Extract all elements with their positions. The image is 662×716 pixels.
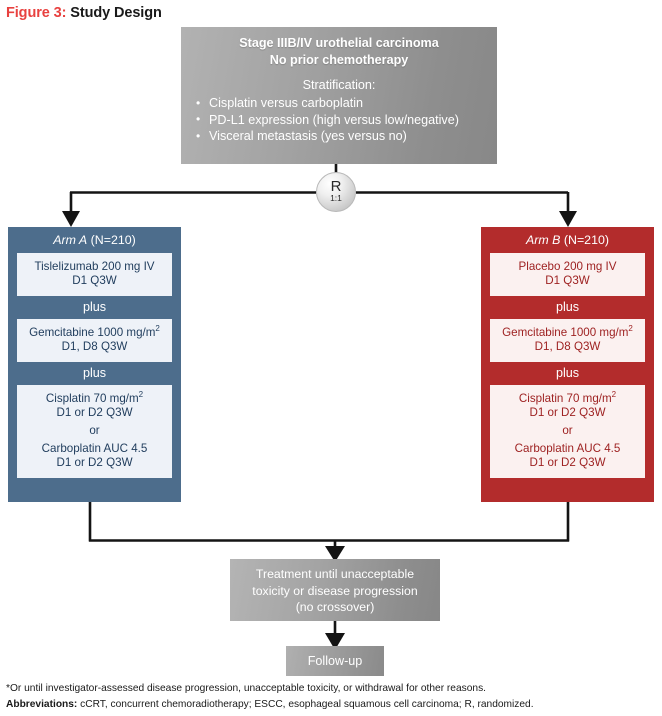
arm-b-enrollment: (N=210) [563,233,609,247]
arm-a-treatment-2-line-1: Gemcitabine 1000 mg/m [29,325,156,339]
list-item: Cisplatin versus carboplatin [196,95,497,112]
arm-a-treatment-3-alt-line-2: D1 or D2 Q3W [56,456,133,470]
arm-a-name: Arm A [53,233,88,247]
treatment-line-1: Treatment until unacceptable [255,567,415,581]
figure-name: Study Design [70,5,162,21]
list-item: PD-L1 expression (high versus low/negati… [196,111,497,129]
footnote-abbreviations: Abbreviations: cCRT, concurrent chemorad… [6,697,656,713]
arm-b-name: Arm B [526,233,561,247]
randomization-node: R 1:1 [316,172,356,212]
study-design-diagram: Stage IIIB/IV urothelial carcinoma No pr… [0,0,662,676]
treatment-line-3: (no crossover) [295,600,375,614]
arm-a-treatment-2-superscript: 2 [155,323,160,333]
treatment-duration-box: Treatment until unacceptable toxicity or… [230,559,440,621]
abbreviations-label: Abbreviations: [6,698,78,710]
followup-label: Follow-up [307,654,363,668]
arm-b-treatment-1: Placebo 200 mg IV D1 Q3W [490,253,645,296]
figure-label: Figure 3: [6,5,67,21]
arm-b-treatment-3: Cisplatin 70 mg/m2 D1 or D2 Q3W or Carbo… [490,384,645,478]
arm-b-treatment-3-line-1: Cisplatin 70 mg/m [518,391,612,405]
randomization-letter: R [330,178,342,195]
arm-a-treatment-3-superscript: 2 [138,389,144,399]
arm-b-treatment-3-alt-line-2: D1 or D2 Q3W [529,456,606,470]
arm-b-treatment-2-superscript: 2 [628,323,633,333]
arm-a-treatment-3-alt-line-1: Carboplatin AUC 4.5 [41,441,148,455]
arm-a-treatment-3-line-1: Cisplatin 70 mg/m [45,391,139,405]
population-heading: Stage IIIB/IV urothelial carcinoma No pr… [181,35,497,68]
treatment-line-2: toxicity or disease progression [252,583,418,598]
arm-a-treatment-3: Cisplatin 70 mg/m2 D1 or D2 Q3W or Carbo… [17,384,172,478]
arm-b-treatment-3-separator: or [562,424,573,438]
arm-a-enrollment: (N=210) [90,233,136,247]
arm-a-plus-1: plus [82,299,107,314]
arm-a-treatment-2: Gemcitabine 1000 mg/m2 D1, D8 Q3W [17,318,172,362]
stratification-label: Stratification: [302,78,376,92]
arm-b-panel: Arm B (N=210) Placebo 200 mg IV D1 Q3W p… [481,227,654,502]
footnotes: *Or until investigator-assessed disease … [6,681,656,712]
arm-b-treatment-1-line-1: Placebo 200 mg IV [518,260,617,273]
list-item: Visceral metastasis (yes versus no) [196,128,497,145]
arm-b-treatment-3-superscript: 2 [611,389,617,399]
population-heading-line-1: Stage IIIB/IV urothelial carcinoma [239,36,439,50]
arm-a-panel: Arm A (N=210) Tislelizumab 200 mg IV D1 … [8,227,181,502]
arm-a-treatment-1: Tislelizumab 200 mg IV D1 Q3W [17,253,172,296]
population-box: Stage IIIB/IV urothelial carcinoma No pr… [181,27,497,164]
arm-a-treatment-1-line-1: Tislelizumab 200 mg IV [34,260,155,273]
arm-a-plus-2: plus [82,365,107,380]
arm-b-treatment-2: Gemcitabine 1000 mg/m2 D1, D8 Q3W [490,318,645,362]
population-heading-line-2: No prior chemotherapy [269,52,409,67]
page-title: Figure 3: Study Design [6,5,162,21]
arm-b-plus-1: plus [555,299,580,314]
arm-b-plus-2: plus [555,365,580,380]
arm-a-treatment-3-separator: or [89,424,100,438]
arm-b-treatment-2-line-2: D1, D8 Q3W [534,340,601,354]
arm-a-treatment-1-line-2: D1 Q3W [72,274,117,288]
arm-b-treatment-2-line-1: Gemcitabine 1000 mg/m [502,325,629,339]
randomization-ratio: 1:1 [330,193,342,203]
stratification-list: Cisplatin versus carboplatin PD-L1 expre… [181,95,497,145]
followup-box: Follow-up [286,646,384,676]
arm-b-title: Arm B (N=210) [490,232,645,249]
arm-b-treatment-3-alt-line-1: Carboplatin AUC 4.5 [514,441,621,455]
arm-b-treatment-1-line-2: D1 Q3W [545,274,590,288]
abbreviations-text: cCRT, concurrent chemoradiotherapy; ESCC… [80,698,534,710]
arm-a-treatment-2-line-2: D1, D8 Q3W [61,340,128,354]
footnote-asterisk: *Or until investigator-assessed disease … [6,683,486,694]
arm-a-title: Arm A (N=210) [17,232,172,249]
arm-a-treatment-3-line-2: D1 or D2 Q3W [56,406,133,420]
arm-b-treatment-3-line-2: D1 or D2 Q3W [529,406,606,420]
